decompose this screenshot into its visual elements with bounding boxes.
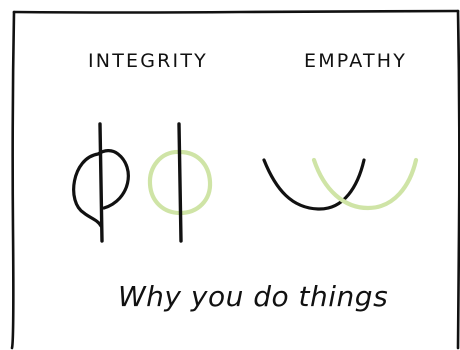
integrity-ink-arc xyxy=(72,149,130,228)
integrity-accent-line xyxy=(177,122,183,243)
integrity-label: INTEGRITY xyxy=(88,50,208,72)
frame xyxy=(10,9,460,350)
integrity-ink-line xyxy=(98,122,104,243)
integrity-ink-symbol xyxy=(72,122,130,243)
frame-right-edge xyxy=(456,9,460,350)
empathy-symbol xyxy=(262,157,419,211)
caption: Why you do things xyxy=(118,280,388,313)
frame-top-edge xyxy=(12,9,460,14)
empathy-accent-curve xyxy=(311,157,419,211)
empathy-ink-curve xyxy=(262,158,366,211)
integrity-accent-symbol xyxy=(147,122,213,243)
frame-left-edge xyxy=(10,10,16,350)
empathy-label: EMPATHY xyxy=(304,50,407,72)
